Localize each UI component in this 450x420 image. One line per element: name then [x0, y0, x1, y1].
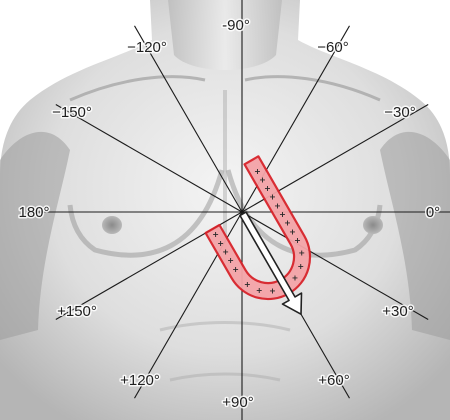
polarity-marker: + [269, 193, 276, 202]
polarity-marker: + [269, 287, 276, 296]
angle-label-120: +120° [120, 372, 160, 389]
polarity-marker: + [244, 280, 251, 289]
angle-label-90: +90° [222, 394, 253, 411]
angle-label-180: 180° [18, 204, 49, 221]
polarity-marker: + [227, 256, 234, 265]
polarity-marker: + [256, 286, 263, 295]
polarity-marker: + [259, 175, 266, 184]
angle-label-minus-60: −60° [317, 39, 348, 56]
polarity-marker: + [217, 239, 224, 248]
polarity-marker: + [298, 249, 305, 258]
polarity-marker: + [284, 219, 291, 228]
polarity-marker: + [289, 227, 296, 236]
polarity-marker: + [232, 265, 239, 274]
angle-label-30: +30° [382, 303, 413, 320]
angle-label-minus-90: -90° [222, 17, 250, 34]
polarity-marker: + [222, 248, 229, 257]
left-nipple [102, 216, 122, 234]
angle-label-0: 0° [426, 204, 440, 221]
polarity-marker: + [212, 230, 219, 239]
right-nipple [363, 216, 383, 234]
polarity-marker: + [292, 274, 299, 283]
angle-label-minus-150: −150° [52, 104, 92, 121]
polarity-marker: + [274, 201, 281, 210]
polarity-marker: + [279, 210, 286, 219]
neck [168, 0, 282, 70]
polarity-marker: + [297, 262, 304, 271]
polarity-marker: + [254, 167, 261, 176]
polarity-marker: + [264, 184, 271, 193]
polarity-marker: + [294, 236, 301, 245]
angle-label-60: +60° [318, 372, 349, 389]
angle-label-150: +150° [57, 303, 97, 320]
angle-label-minus-30: −30° [384, 104, 415, 121]
angle-label-minus-120: −120° [127, 39, 167, 56]
